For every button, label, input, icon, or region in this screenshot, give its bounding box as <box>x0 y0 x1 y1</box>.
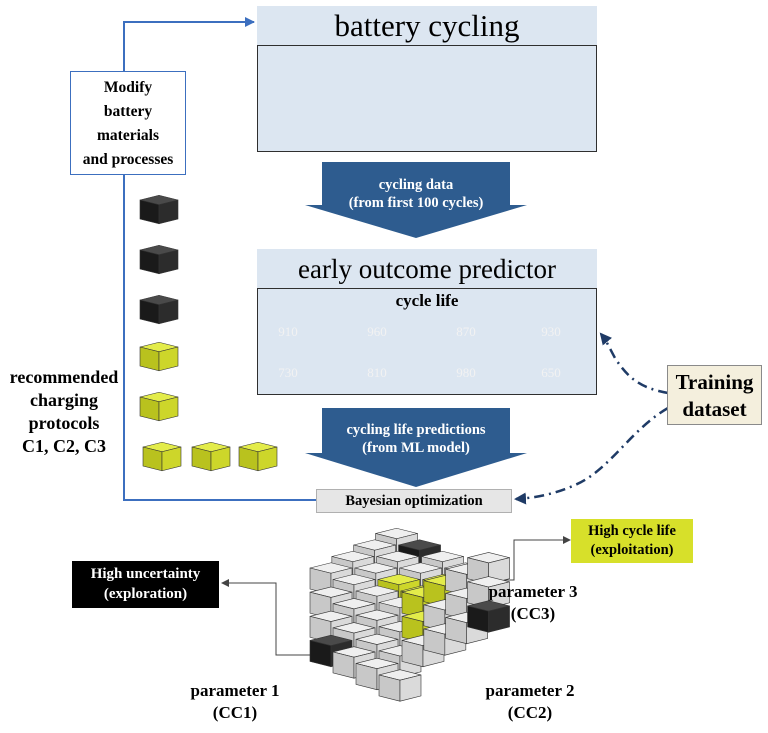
recommended-line-3: protocols <box>28 413 100 433</box>
parameter-3-line-2: (CC3) <box>510 604 556 623</box>
cycling-data-line-1: cycling data <box>378 177 454 193</box>
cycle-life-value: 870 <box>456 324 476 339</box>
modify-text: Modify battery materials and processes <box>70 76 186 172</box>
cycling-data-label: cycling data (from first 100 cycles) <box>305 176 527 212</box>
predictor-title: early outcome predictor <box>257 249 597 289</box>
exploration-line-2: (exploration) <box>103 586 188 602</box>
exploration-box: High uncertainty (exploration) <box>72 561 219 608</box>
cube-icon <box>467 576 510 609</box>
cube-icon <box>142 441 182 472</box>
exploitation-box: High cycle life (exploitation) <box>571 519 693 563</box>
exploration-callout-line <box>221 579 333 656</box>
cycle-life-value: 930 <box>541 324 561 339</box>
parameter-3-label: parameter 3 (CC3) <box>478 581 588 625</box>
parameter-3-line-1: parameter 3 <box>488 582 578 601</box>
recommended-cubes <box>139 194 278 472</box>
battery-cycling-title: battery cycling <box>257 6 597 46</box>
dashdot-arrow-to-bayesian <box>514 406 669 505</box>
training-dataset-box: Training dataset <box>667 365 762 425</box>
exploration-line-1: High uncertainty <box>90 566 201 582</box>
training-line-2: dataset <box>682 397 747 421</box>
cube-icon <box>139 391 179 422</box>
parameter-1-label: parameter 1 (CC1) <box>175 680 295 724</box>
modify-line-1: Modify <box>103 79 153 96</box>
modify-line-2: battery <box>103 103 153 120</box>
cube-icon <box>467 600 510 633</box>
predictions-arrow-shape <box>305 408 527 487</box>
training-line-1: Training <box>675 370 754 394</box>
cycle-life-value: 980 <box>456 365 476 380</box>
cycle-life-value: 650 <box>541 365 561 380</box>
cube-icon <box>139 194 179 225</box>
parameter-2-line-1: parameter 2 <box>485 681 575 700</box>
recommended-line-2: charging <box>29 390 98 410</box>
bayesian-optimization-box: Bayesian optimization <box>316 489 512 513</box>
cycling-data-line-2: (from first 100 cycles) <box>348 195 484 211</box>
recommended-text: recommended charging protocols C1, C2, C… <box>0 366 128 458</box>
modify-line-4: and processes <box>82 151 174 168</box>
parameter-cube <box>309 527 510 702</box>
modify-box <box>70 71 186 175</box>
cube-icon <box>238 441 278 472</box>
parameter-1-line-1: parameter 1 <box>190 681 280 700</box>
cycle-life-value: 810 <box>367 365 387 380</box>
cycle-life-value: 960 <box>367 324 387 339</box>
parameter-1-line-2: (CC1) <box>212 703 258 722</box>
cycle-life-value: 910 <box>278 324 298 339</box>
cube-icon <box>378 669 422 702</box>
exploitation-line-2: (exploitation) <box>590 542 674 558</box>
cycle-life-label: cycle life <box>395 291 459 310</box>
cycling-data-arrow-shape <box>305 162 527 238</box>
recommended-line-1: recommended <box>9 367 119 387</box>
dashdot-arrow-to-predictor <box>599 332 669 395</box>
predictions-line-1: cycling life predictions <box>346 422 486 438</box>
recommended-line-4: C1, C2, C3 <box>22 436 106 456</box>
feedback-loop-line <box>123 17 318 501</box>
modify-line-3: materials <box>97 127 159 144</box>
cube-icon <box>139 341 179 372</box>
cube-icon <box>191 441 231 472</box>
cube-icon <box>139 294 179 325</box>
parameter-2-line-2: (CC2) <box>507 703 553 722</box>
cube-icon <box>139 244 179 275</box>
predictions-line-2: (from ML model) <box>362 440 470 456</box>
parameter-2-label: parameter 2 (CC2) <box>470 680 590 724</box>
predictions-label: cycling life predictions (from ML model) <box>305 421 527 457</box>
cycle-life-value: 730 <box>278 365 298 380</box>
exploitation-line-1: High cycle life <box>588 523 676 539</box>
cube-icon <box>467 552 510 585</box>
